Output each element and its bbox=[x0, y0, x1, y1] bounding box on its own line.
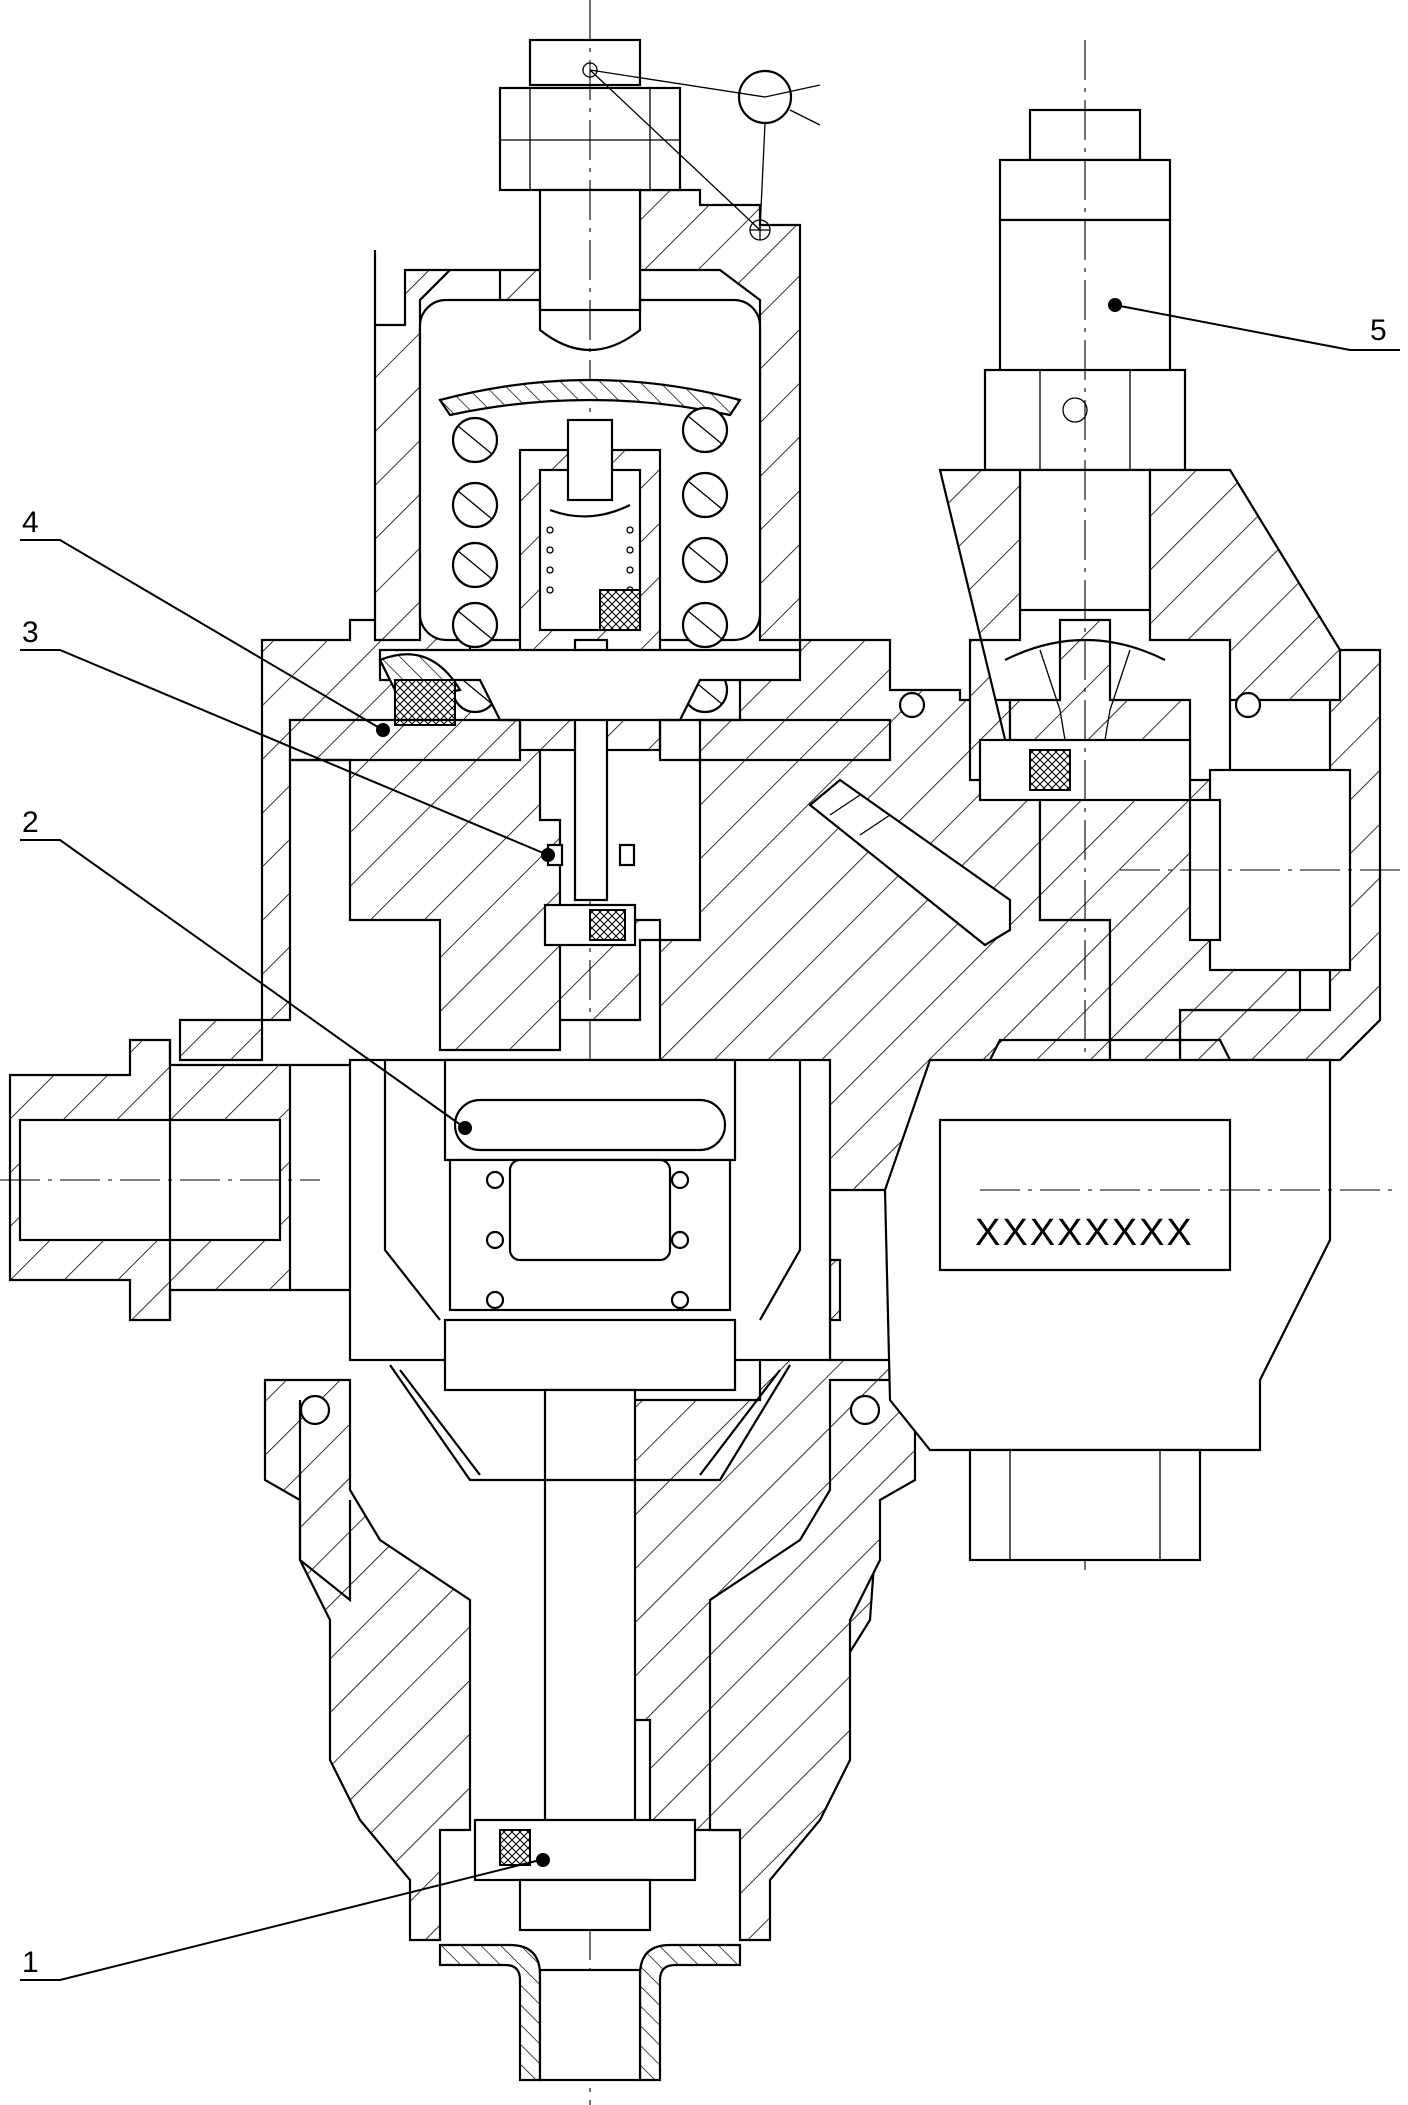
callout-5-label: 5 bbox=[1370, 314, 1387, 347]
callout-1: 1 bbox=[20, 1853, 550, 1981]
right-pilot-housing bbox=[898, 40, 1400, 1570]
marking-text: XXXXXXXX bbox=[975, 1212, 1194, 1254]
main-valve bbox=[348, 1058, 832, 2082]
callout-2-label: 2 bbox=[22, 806, 39, 839]
lower-body bbox=[263, 1378, 917, 1942]
callout-4-label: 4 bbox=[22, 506, 39, 539]
adjusting-screw bbox=[498, 0, 821, 2105]
callout-3: 3 bbox=[20, 616, 555, 862]
diaphragm bbox=[288, 648, 892, 762]
outlet-nut: XXXXXXXX bbox=[883, 1038, 1400, 1562]
callout-4: 4 bbox=[20, 506, 390, 737]
callout-2: 2 bbox=[20, 806, 472, 1135]
callout-5: 5 bbox=[1108, 298, 1400, 351]
main-spring bbox=[438, 378, 742, 714]
sensing-tube bbox=[808, 778, 1012, 947]
callout-1-label: 1 bbox=[22, 1946, 39, 1979]
inlet-connector bbox=[0, 1038, 350, 1322]
callout-3-label: 3 bbox=[22, 616, 39, 649]
